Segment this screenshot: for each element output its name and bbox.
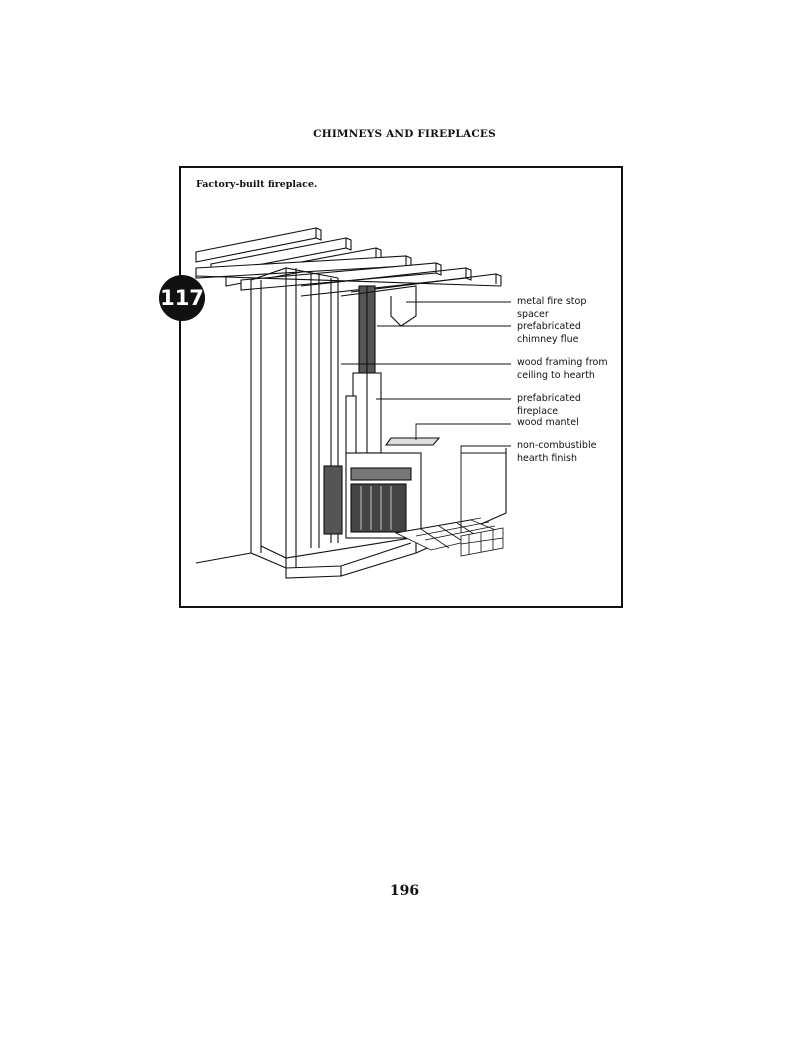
wood-framing (250, 267, 417, 579)
leader-lines (341, 301, 511, 533)
fireplace-illustration (195, 227, 511, 579)
callout-wood-mantel: wood mantel (517, 417, 579, 428)
figure-caption: Factory-built fireplace. (196, 179, 318, 190)
callout-metal-fire-stop-spacer: metal fire stop spacer (517, 296, 587, 320)
callout-hearth-finish: non-combustible hearth finish (517, 440, 597, 464)
running-head: CHIMNEYS AND FIREPLACES (313, 128, 496, 140)
figure-frame: Factory-built fireplace. (179, 166, 623, 608)
callout-prefabricated-chimney-flue: prefabricated chimney flue (517, 321, 581, 345)
page-number: 196 (389, 883, 420, 899)
chimney-flue (340, 285, 417, 457)
callout-prefabricated-fireplace: prefabricated fireplace (517, 393, 581, 417)
wood-mantel (384, 437, 441, 446)
callout-wood-framing: wood framing from ceiling to hearth (517, 357, 608, 381)
figure-number-badge: 117 (159, 275, 205, 321)
hearth-finish (394, 517, 505, 557)
ceiling-joists (195, 227, 502, 297)
prefabricated-fireplace (323, 452, 422, 539)
